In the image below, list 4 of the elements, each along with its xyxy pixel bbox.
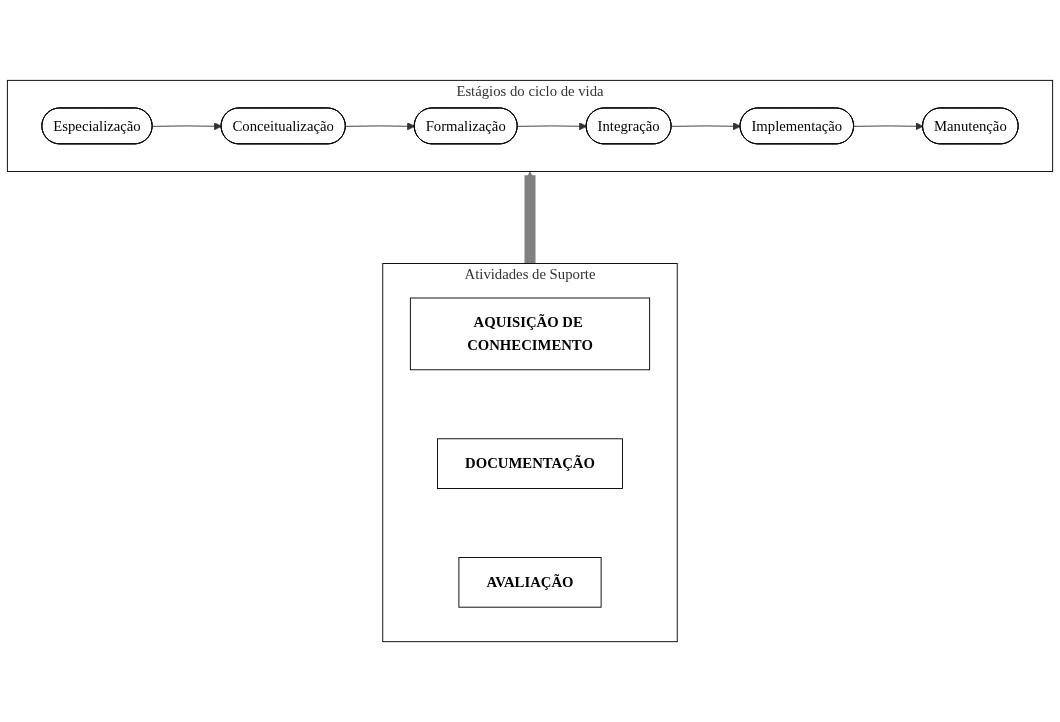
- node-box: DOCUMENTAÇÃO: [437, 438, 623, 489]
- node-box: AVALIAÇÃO: [458, 557, 602, 608]
- node-box: AQUISIÇÃO DE CONHECIMENTO: [409, 297, 651, 371]
- arrow: [524, 171, 536, 264]
